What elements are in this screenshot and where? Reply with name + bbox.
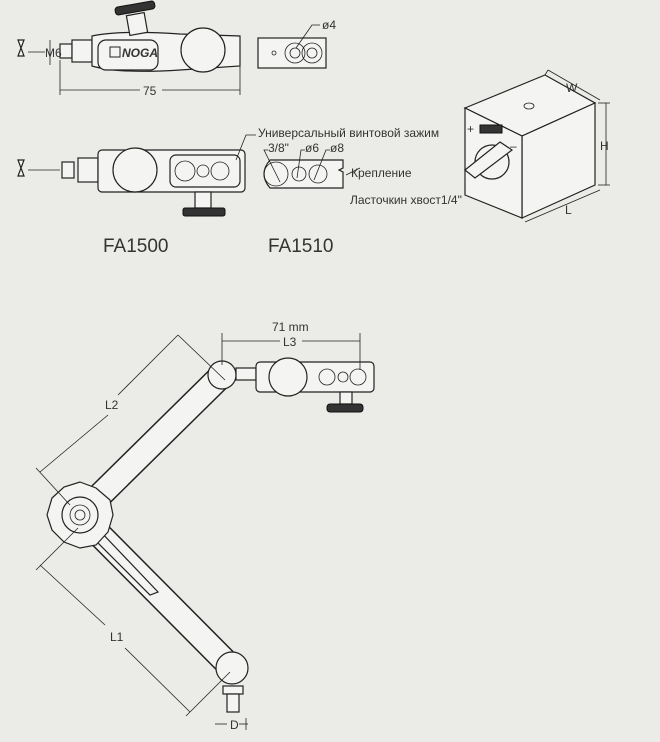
svg-text:FA1510: FA1510 bbox=[268, 236, 334, 257]
svg-text:Ласточкин хвост1/4": Ласточкин хвост1/4" bbox=[350, 193, 462, 207]
noga-logo: NOGA bbox=[109, 46, 158, 60]
svg-text:3/8": 3/8" bbox=[268, 141, 289, 155]
articulated-arm: 71 mm L3 L2 L1 D bbox=[35, 320, 375, 732]
svg-text:W: W bbox=[566, 81, 578, 95]
svg-text:ø4: ø4 bbox=[322, 18, 336, 32]
fa1500-front-view: FA1500 bbox=[17, 147, 246, 257]
svg-text:M6: M6 bbox=[45, 46, 62, 60]
magnetic-base: + – W H L bbox=[463, 69, 610, 223]
svg-text:FA1500: FA1500 bbox=[103, 236, 169, 257]
svg-text:D: D bbox=[230, 718, 239, 732]
fa1510-clamp-detail: Универсальный винтовой зажим 3/8" ø6 ø8 … bbox=[235, 126, 462, 257]
svg-text:L3: L3 bbox=[283, 335, 297, 349]
svg-text:ø6: ø6 bbox=[305, 141, 319, 155]
svg-text:ø8: ø8 bbox=[330, 141, 344, 155]
svg-text:71 mm: 71 mm bbox=[272, 320, 309, 334]
fa1500-top-view: NOGA M6 75 bbox=[17, 0, 241, 98]
tip-icon bbox=[17, 39, 25, 57]
svg-text:+: + bbox=[467, 122, 474, 136]
svg-text:75: 75 bbox=[143, 84, 157, 98]
svg-text:L: L bbox=[565, 203, 572, 217]
svg-text:–: – bbox=[510, 139, 517, 153]
switch-lever bbox=[464, 141, 514, 179]
svg-text:L2: L2 bbox=[105, 398, 119, 412]
fa1510-top-view: ø4 bbox=[257, 18, 336, 69]
svg-text:L1: L1 bbox=[110, 630, 124, 644]
svg-text:NOGA: NOGA bbox=[122, 46, 158, 60]
svg-text:H: H bbox=[600, 139, 609, 153]
svg-text:Универсальный винтовой зажим: Универсальный винтовой зажим bbox=[258, 126, 439, 140]
thumb-knob bbox=[114, 0, 156, 16]
svg-text:Крепление: Крепление bbox=[351, 166, 412, 180]
